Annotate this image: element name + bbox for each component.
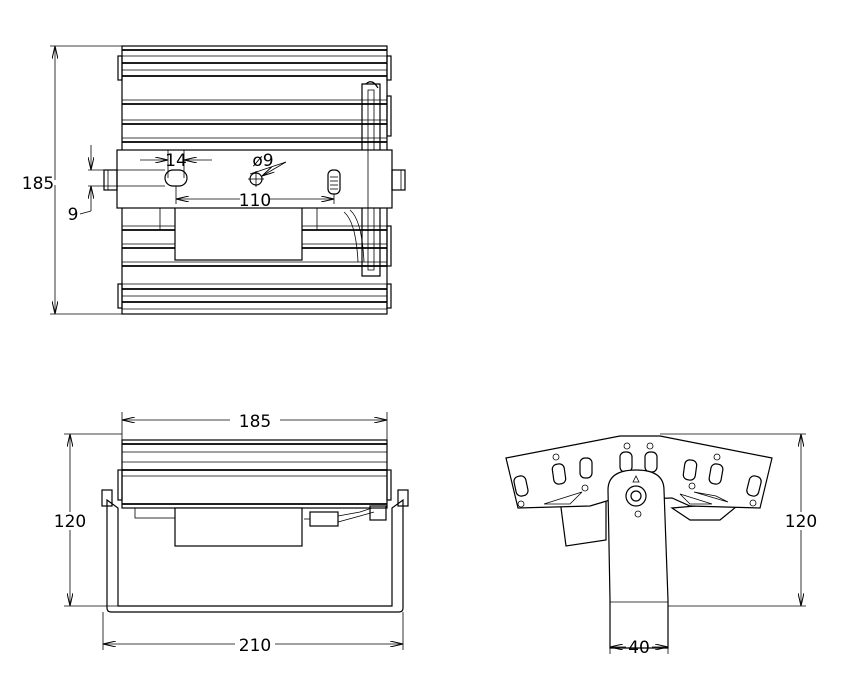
dim-post-40: 40 (609, 638, 669, 658)
side-view: 120 40 (505, 433, 817, 658)
adjustment-slots (513, 451, 762, 497)
driver-clamp-left (159, 207, 176, 231)
pivot-pin-right (391, 169, 406, 191)
dim-hole-label: ø9 (252, 151, 273, 171)
pivot-pin-left (103, 169, 118, 191)
front-view: 185 120 210 (54, 412, 409, 656)
dim-front-width-185: 185 (121, 412, 388, 440)
post-hole (634, 510, 642, 518)
pivot-bolt-outer (625, 485, 647, 507)
cable-connector (304, 505, 387, 527)
dim-slot-14: 14 (140, 150, 212, 178)
heatsink-front-outline (121, 439, 388, 509)
dim-offset-9: 9 (68, 145, 165, 225)
plate-ribs (543, 491, 729, 505)
driver-front (174, 507, 303, 547)
driver-box (174, 199, 303, 261)
dim-post-label: 40 (628, 638, 650, 658)
dim-hole-9: ø9 (249, 151, 287, 176)
dim-front-height-label: 120 (54, 512, 86, 532)
dim-slot-label: 14 (165, 151, 187, 171)
mounting-hole (248, 171, 264, 187)
indicator-arrow (632, 475, 640, 483)
dim-spacing-label: 110 (239, 191, 271, 211)
dim-side-height-label: 120 (785, 512, 817, 532)
dim-front-width-label: 185 (239, 412, 271, 432)
driver-clamp-right (301, 207, 318, 231)
pivot-bolt-inner (630, 490, 642, 502)
top-view: 185 14 ø9 110 (22, 45, 406, 315)
dim-height-label: 185 (22, 174, 54, 194)
dim-height-185: 185 (22, 45, 122, 315)
dim-offset-label: 9 (68, 205, 79, 225)
bracket-knob-right (397, 489, 409, 507)
cable-handle (343, 81, 381, 277)
dim-spacing-110: 110 (175, 186, 335, 211)
side-tabs (117, 55, 392, 309)
plate-holes (517, 442, 757, 508)
bracket-knob-left (101, 489, 113, 507)
dim-bracket-210: 210 (102, 612, 404, 656)
dim-side-height-120: 120 (660, 433, 817, 607)
dim-bracket-label: 210 (239, 636, 271, 656)
u-bracket (106, 498, 404, 613)
mounting-post (607, 469, 669, 649)
dim-front-height-120: 120 (54, 433, 122, 607)
